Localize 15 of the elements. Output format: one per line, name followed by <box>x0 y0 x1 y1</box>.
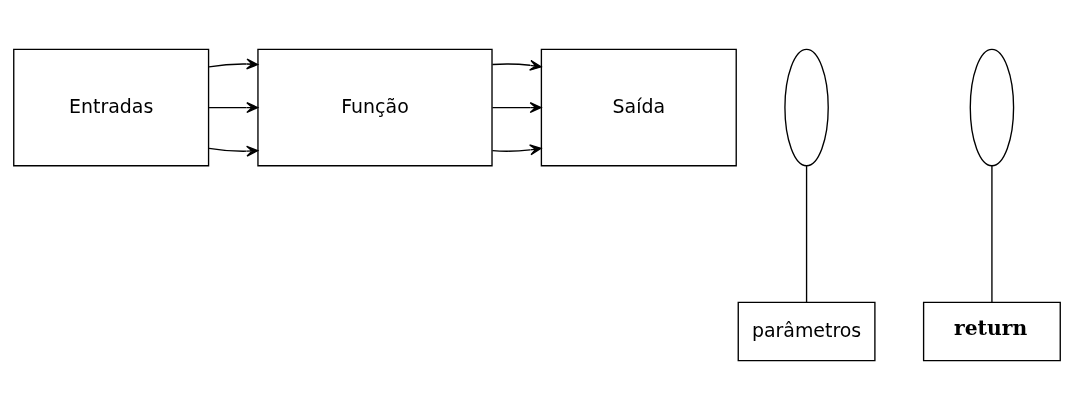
connector <box>805 165 808 303</box>
arrow <box>491 144 542 156</box>
arrow <box>208 102 259 114</box>
node-ellipse <box>969 48 1015 167</box>
node-box: Saída <box>540 48 737 167</box>
arrow <box>491 102 542 114</box>
arrow <box>208 58 259 70</box>
node-ellipse <box>784 48 829 167</box>
node-box: Entradas <box>13 48 210 167</box>
node-box: Função <box>257 48 493 167</box>
node-box: return <box>922 301 1061 362</box>
arrow <box>491 59 542 71</box>
node-box: parâmetros <box>737 301 876 362</box>
arrow <box>208 145 259 157</box>
connector <box>991 165 993 303</box>
